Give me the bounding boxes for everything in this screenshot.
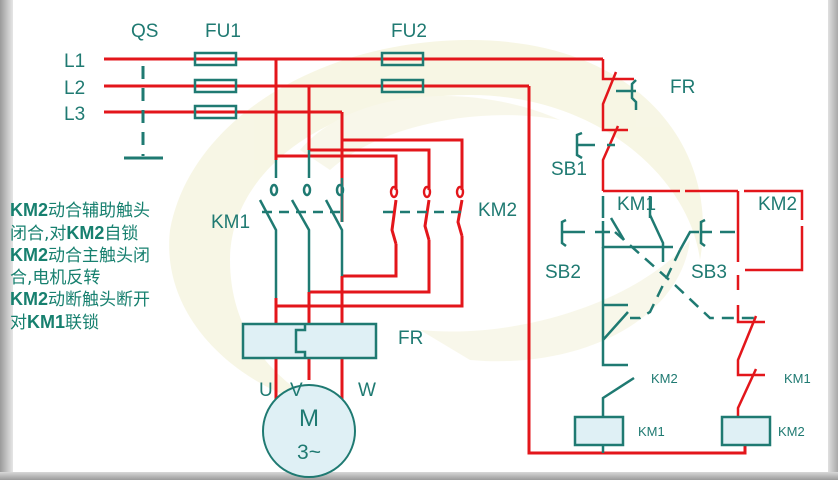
watermark: [169, 40, 704, 410]
note-segment: KM2: [10, 289, 49, 309]
fu1-l2: [193, 78, 238, 94]
label-l2: L2: [64, 78, 85, 99]
label-l3: L3: [64, 104, 85, 125]
note-segment: 动断触头断开: [48, 290, 151, 310]
note-segment: KM2: [66, 222, 105, 243]
label-km1-interlock: KM1: [784, 371, 811, 386]
label-km2-aux: KM2: [758, 194, 797, 215]
note-segment: 对: [10, 312, 27, 333]
note-segment: KM2: [10, 200, 49, 220]
label-sb1: SB1: [551, 159, 587, 180]
slide-frame-bottom: [0, 472, 838, 480]
note-segment: KM2: [10, 245, 49, 265]
label-fr-main: FR: [398, 328, 423, 349]
note-line: 合,电机反转: [10, 268, 210, 290]
note-segment: 动合主触头闭: [48, 246, 151, 266]
note-segment: 联锁: [65, 312, 100, 333]
slide-frame-left: [0, 0, 13, 480]
labels: QS FU1 FU2 L1 L2 L3 KM1 KM2 FR U V W M 3…: [64, 21, 811, 464]
km1-main-contacts: [258, 150, 345, 298]
fr-thermal-element: [241, 322, 378, 360]
label-qs: QS: [131, 21, 158, 42]
label-motor-m: M: [299, 405, 319, 432]
note-segment: 自锁: [104, 223, 139, 244]
note-segment: 合,电机反转: [10, 267, 101, 288]
fu2-l1: [380, 51, 425, 67]
label-v: V: [290, 380, 303, 401]
note-segment: KM1: [27, 311, 66, 332]
note-segment: 闭合,对: [10, 223, 67, 244]
label-u: U: [259, 380, 273, 401]
label-km1-coil: KM1: [638, 424, 665, 439]
label-sb2: SB2: [545, 262, 581, 283]
slide-frame-right: [828, 0, 838, 480]
label-l1: L1: [64, 51, 85, 72]
label-km2-main: KM2: [478, 200, 517, 221]
note-segment: 动合辅助触头: [48, 201, 151, 221]
note-line: 闭合,对KM2自锁: [10, 223, 210, 246]
control-circuit: [560, 59, 804, 453]
qs-switch: [124, 66, 163, 160]
motor: [262, 384, 356, 478]
label-sb3: SB3: [691, 262, 727, 283]
note-line: KM2动合辅助触头: [10, 200, 210, 223]
fuses: [193, 51, 425, 120]
note-line: 对KM1联锁: [10, 312, 210, 335]
note-line: KM2动合主触头闭: [10, 245, 210, 268]
label-km2-coil: KM2: [778, 424, 805, 439]
note-line: KM2动断触头断开: [10, 289, 210, 312]
fu2-l2: [380, 78, 425, 94]
label-fu2: FU2: [391, 21, 427, 42]
label-motor-phase: 3~: [297, 441, 321, 464]
label-km1-main: KM1: [211, 212, 250, 233]
main-circuit: [104, 57, 747, 455]
label-fu1: FU1: [205, 21, 241, 42]
label-km1-aux: KM1: [617, 194, 656, 215]
label-km2-interlock: KM2: [651, 371, 678, 386]
fu1-l1: [193, 51, 238, 67]
label-fr-ctrl: FR: [670, 77, 695, 98]
label-w: W: [358, 380, 376, 401]
fu1-l3: [193, 104, 238, 120]
